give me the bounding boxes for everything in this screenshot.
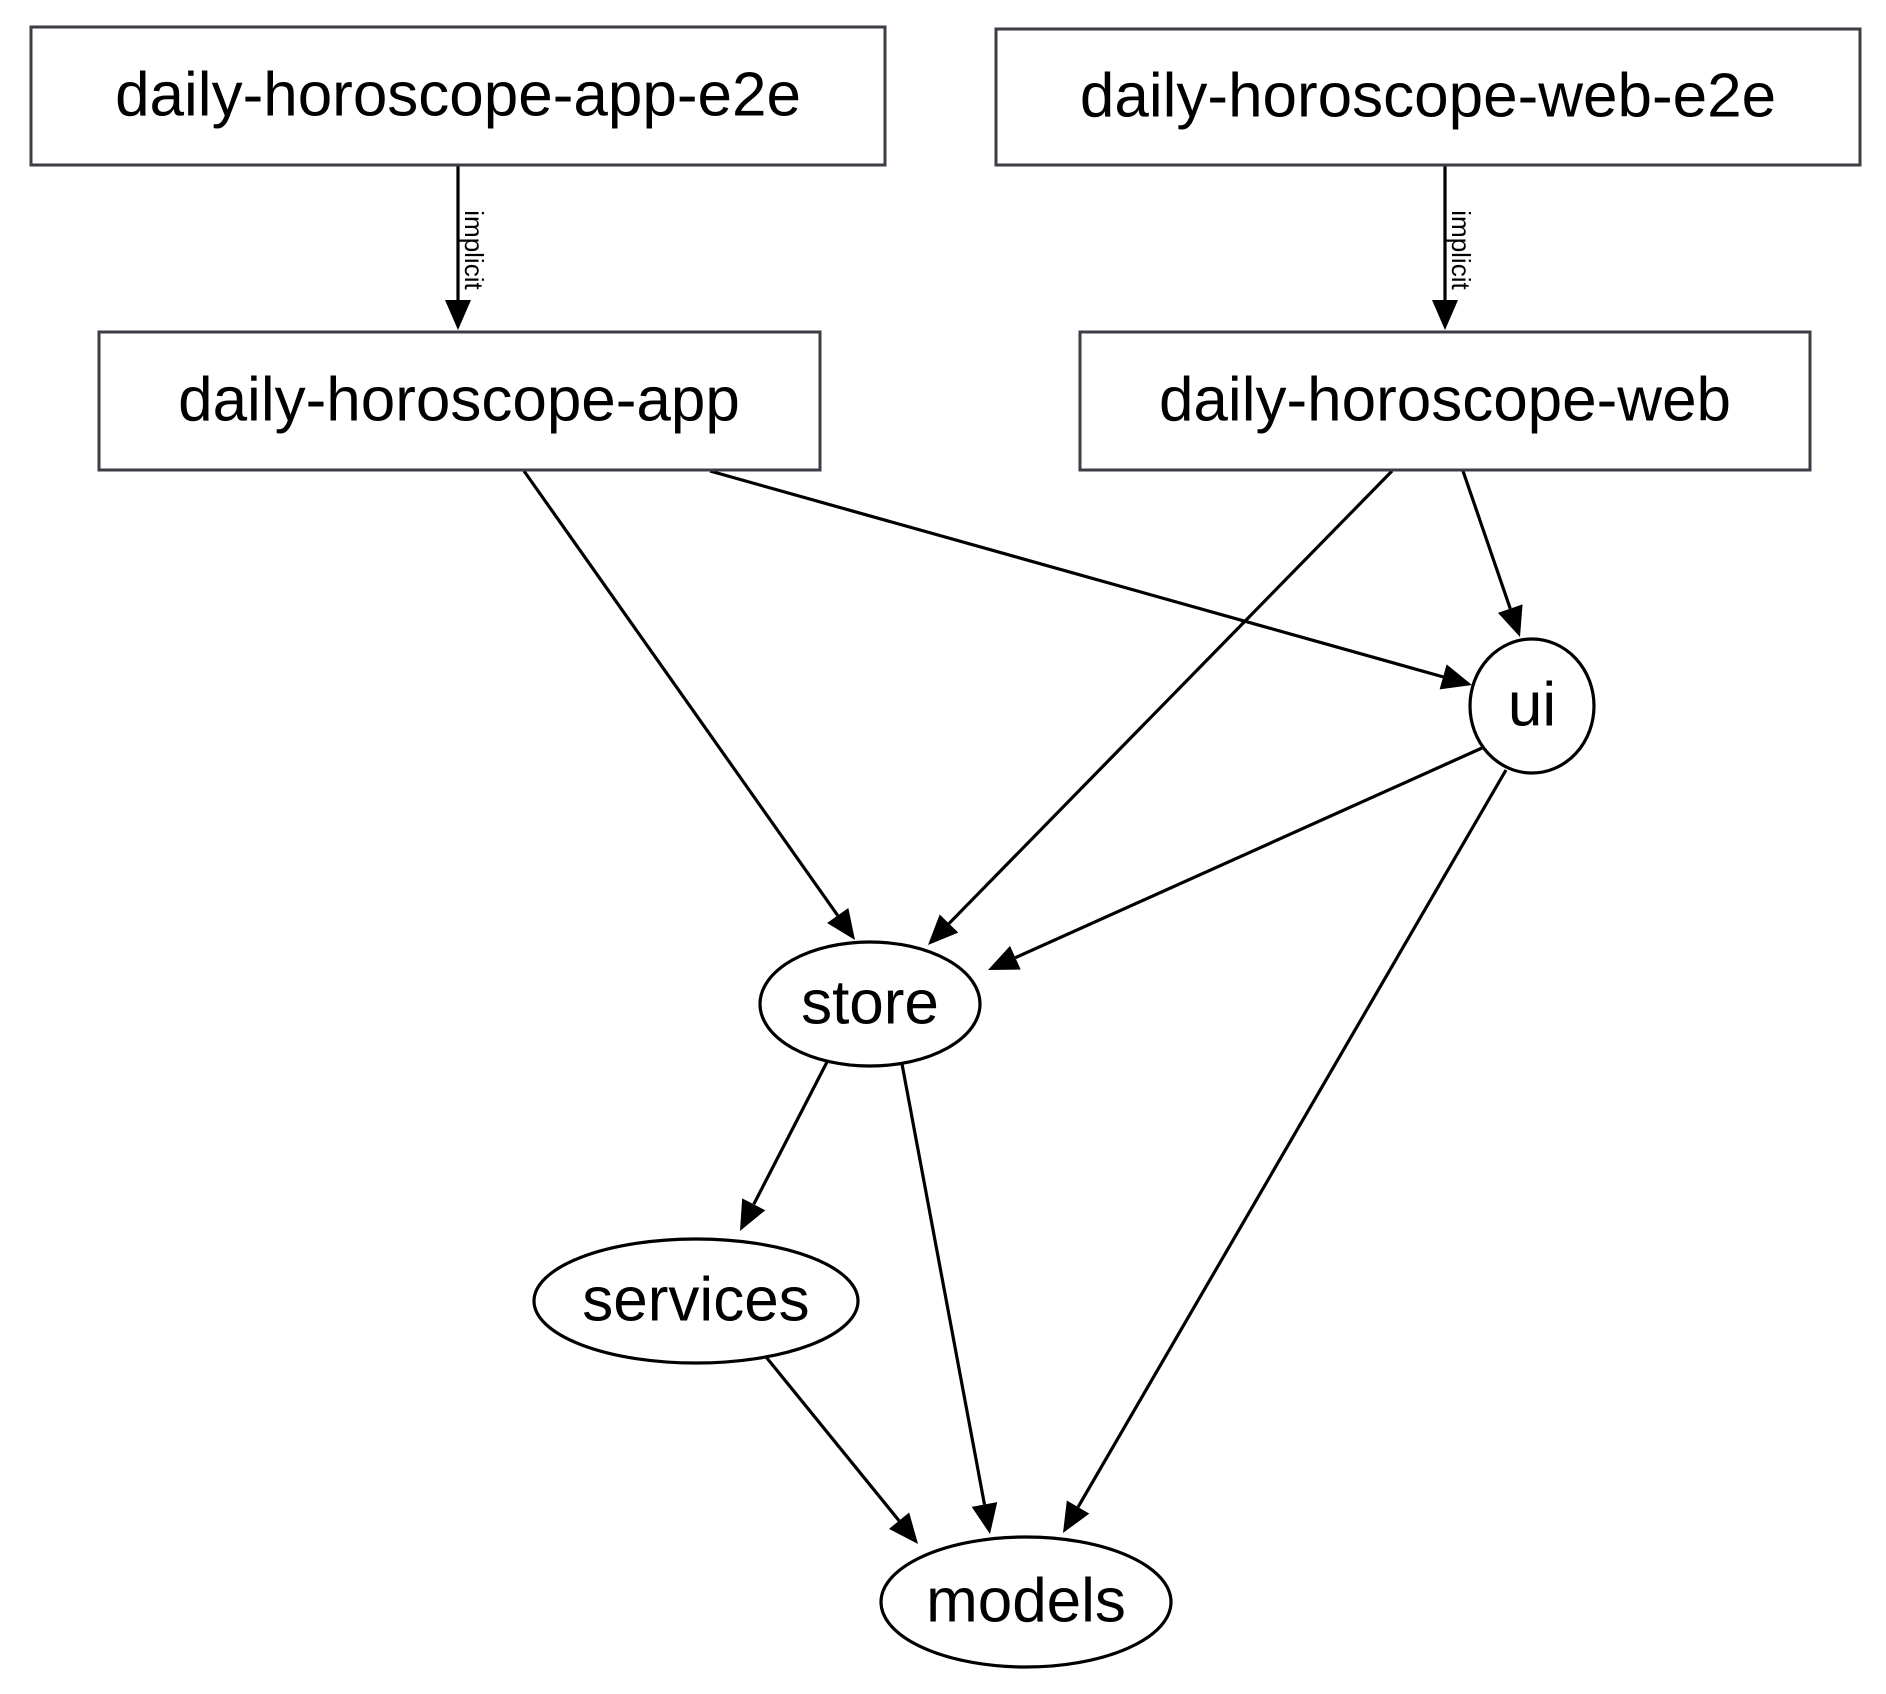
node-daily-horoscope-web-e2e[interactable]: daily-horoscope-web-e2e bbox=[994, 27, 1862, 167]
node-ellipse-shape[interactable] bbox=[758, 940, 982, 1068]
edge-arrowhead bbox=[988, 945, 1021, 970]
edge-daily-horoscope-web-to-ui bbox=[1461, 470, 1523, 637]
edge-line bbox=[522, 470, 840, 917]
edge-arrowhead bbox=[928, 914, 959, 945]
edge-store-to-services bbox=[740, 1061, 829, 1231]
edge-arrowhead bbox=[971, 1502, 998, 1534]
edge-line bbox=[1461, 470, 1512, 610]
node-services[interactable]: services bbox=[532, 1237, 860, 1365]
edge-line bbox=[1014, 746, 1483, 960]
edge-ui-to-models bbox=[1063, 769, 1508, 1533]
node-box-shape[interactable] bbox=[994, 27, 1862, 167]
edge-arrowhead bbox=[445, 300, 471, 330]
node-label-models: models bbox=[926, 1566, 1126, 1635]
edge-daily-horoscope-web-to-store bbox=[928, 469, 1394, 945]
edge-line bbox=[752, 1061, 829, 1206]
node-daily-horoscope-app-e2e[interactable]: daily-horoscope-app-e2e bbox=[29, 25, 887, 167]
edge-arrowhead bbox=[1432, 300, 1458, 330]
node-label-daily-horoscope-app: daily-horoscope-app bbox=[178, 365, 740, 434]
node-box-shape[interactable] bbox=[97, 330, 822, 472]
node-ui[interactable]: ui bbox=[1468, 637, 1596, 775]
edge-store-to-models bbox=[900, 1063, 998, 1534]
edge-labels-layer: implicit implicit bbox=[459, 210, 1476, 290]
edge-line bbox=[900, 1063, 987, 1505]
edge-daily-horoscope-app-to-ui bbox=[709, 469, 1472, 690]
nodes-layer: daily-horoscope-app-e2e daily-horoscope-w… bbox=[29, 25, 1862, 1669]
node-label-daily-horoscope-app-e2e: daily-horoscope-app-e2e bbox=[115, 60, 801, 129]
edge-line bbox=[1076, 769, 1508, 1508]
node-daily-horoscope-app[interactable]: daily-horoscope-app bbox=[97, 330, 822, 472]
edge-line bbox=[947, 469, 1394, 925]
edge-daily-horoscope-app-to-store bbox=[522, 470, 855, 940]
edges-layer bbox=[445, 166, 1523, 1544]
edge-daily-horoscope-web-e2e-to-daily-horoscope-web bbox=[1432, 166, 1458, 330]
edge-arrowhead bbox=[740, 1198, 766, 1231]
node-ellipse-shape[interactable] bbox=[879, 1535, 1173, 1669]
node-label-services: services bbox=[582, 1265, 809, 1334]
node-ellipse-shape[interactable] bbox=[532, 1237, 860, 1365]
edge-line bbox=[709, 469, 1444, 679]
node-label-ui: ui bbox=[1508, 670, 1556, 739]
edge-line bbox=[760, 1350, 901, 1522]
node-store[interactable]: store bbox=[758, 940, 982, 1068]
edge-arrowhead bbox=[1439, 664, 1472, 690]
node-ellipse-shape[interactable] bbox=[1468, 637, 1596, 775]
edge-arrowhead bbox=[827, 907, 855, 940]
edge-arrowhead bbox=[1497, 604, 1523, 637]
node-label-store: store bbox=[801, 968, 939, 1037]
node-models[interactable]: models bbox=[879, 1535, 1173, 1669]
edge-arrowhead bbox=[1063, 1500, 1090, 1533]
edge-daily-horoscope-app-e2e-to-daily-horoscope-app bbox=[445, 166, 471, 330]
edge-services-to-models bbox=[760, 1350, 918, 1544]
node-label-daily-horoscope-web-e2e: daily-horoscope-web-e2e bbox=[1080, 61, 1776, 130]
node-daily-horoscope-web[interactable]: daily-horoscope-web bbox=[1078, 330, 1812, 472]
edge-label-implicit: implicit bbox=[1446, 210, 1476, 290]
edge-arrowhead bbox=[888, 1512, 918, 1544]
node-label-daily-horoscope-web: daily-horoscope-web bbox=[1159, 365, 1731, 434]
edge-ui-to-store bbox=[988, 746, 1483, 970]
node-box-shape[interactable] bbox=[1078, 330, 1812, 472]
edge-label-implicit: implicit bbox=[459, 210, 489, 290]
node-box-shape[interactable] bbox=[29, 25, 887, 167]
